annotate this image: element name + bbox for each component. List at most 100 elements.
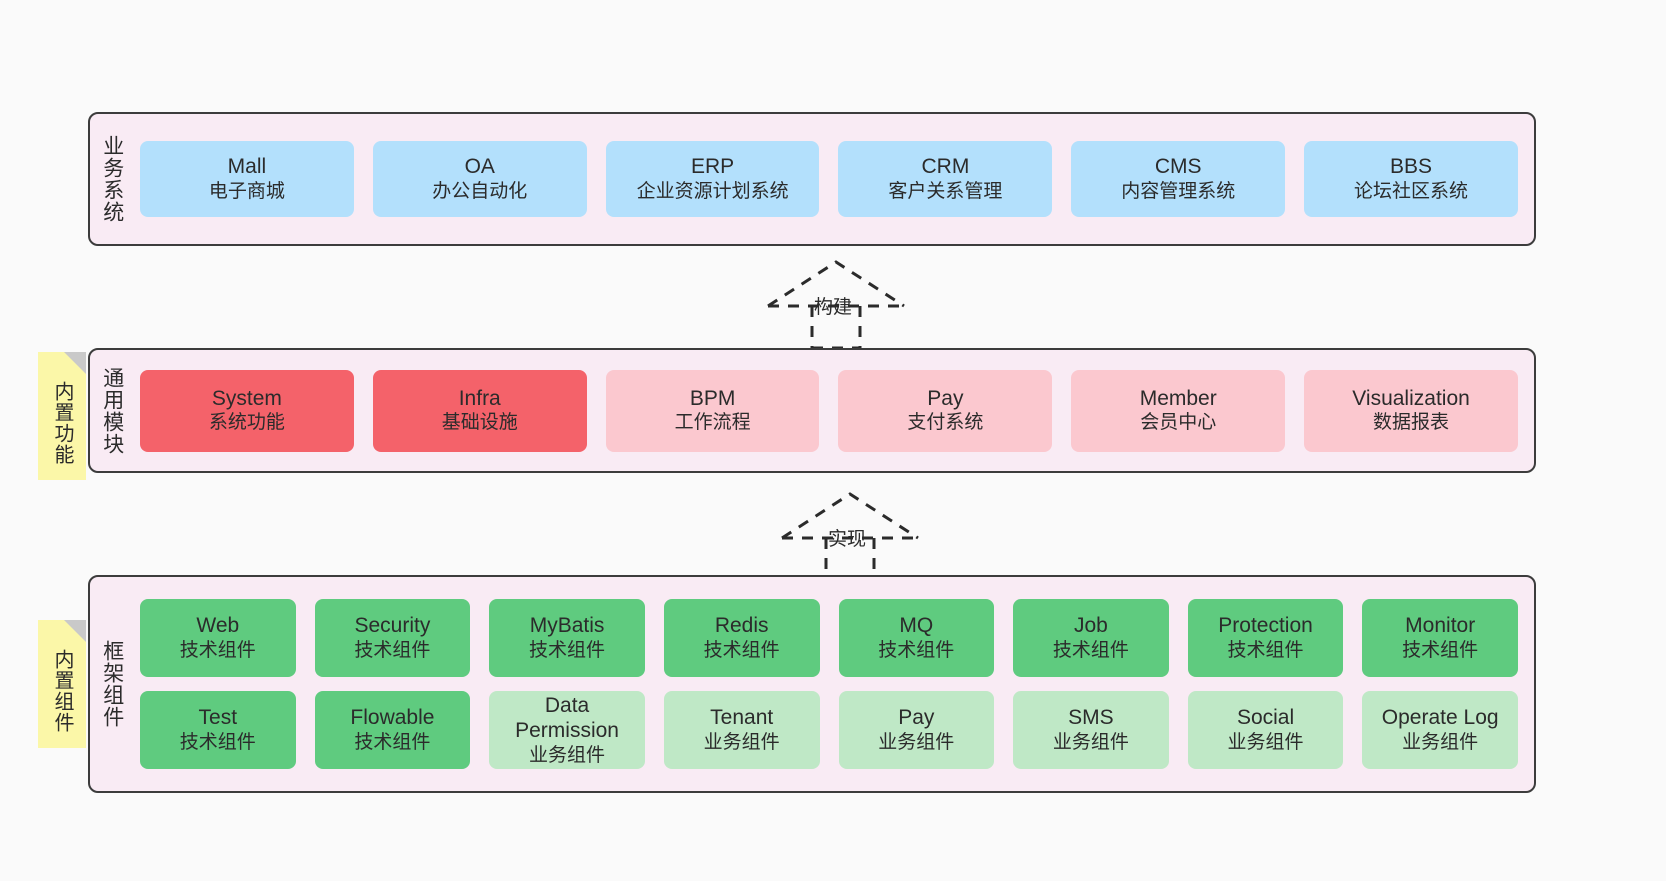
node-row: System 系统功能 Infra 基础设施 BPM 工作流程 Pay 支付系统…: [140, 369, 1518, 452]
connector-build: 构建: [756, 258, 916, 350]
node-label-cn: 技术组件: [703, 639, 780, 661]
connector-label-build: 构建: [814, 297, 853, 318]
node-web[interactable]: Web 技术组件: [140, 599, 296, 677]
node-label-en: Social: [1236, 706, 1295, 730]
node-label-en: BBS: [1390, 155, 1433, 179]
node-label-en: Redis: [714, 614, 769, 638]
node-label-en: SMS: [1068, 706, 1114, 730]
node-sms[interactable]: SMS 业务组件: [1013, 691, 1169, 769]
node-label-en: System: [211, 386, 282, 410]
node-pay-component[interactable]: Pay 业务组件: [838, 691, 995, 769]
layer-title-common: 通用模块: [100, 366, 124, 455]
node-label-en: ERP: [690, 155, 735, 179]
node-system[interactable]: System 系统功能: [140, 369, 354, 452]
node-label-cn: 基础设施: [441, 412, 518, 434]
node-label-cn: 业务组件: [1402, 731, 1479, 753]
node-security[interactable]: Security 技术组件: [314, 599, 471, 677]
layer-framework-component: 框架组件 Web 技术组件 Security 技术组件 MyBatis 技术组件…: [88, 575, 1536, 793]
node-label-cn: 系统功能: [208, 412, 285, 434]
node-mybatis[interactable]: MyBatis 技术组件: [489, 599, 645, 677]
note-builtin-component: 内置组件: [38, 620, 86, 748]
note-label: 内置功能: [51, 381, 73, 465]
node-label-en: Web: [196, 614, 240, 638]
layer-business-system: 业务系统 Mall 电子商城 OA 办公自动化 ERP 企业资源计划系统 CRM…: [88, 112, 1536, 246]
node-label-en: Pay: [927, 386, 964, 410]
node-label-en: Mall: [227, 155, 267, 179]
node-member[interactable]: Member 会员中心: [1071, 369, 1286, 452]
node-label-cn: 支付系统: [907, 412, 984, 434]
node-mall[interactable]: Mall 电子商城: [140, 141, 354, 217]
node-label-cn: 技术组件: [529, 639, 606, 661]
connector-label-implement: 实现: [828, 529, 867, 550]
arrow-head-triangle: [781, 492, 919, 540]
node-label-cn: 客户关系管理: [888, 180, 1003, 202]
node-label-en: Data Permission: [515, 693, 619, 743]
node-flowable[interactable]: Flowable 技术组件: [314, 691, 471, 769]
node-bbs[interactable]: BBS 论坛社区系统: [1304, 141, 1518, 217]
node-label-en: Pay: [898, 706, 935, 730]
node-oa[interactable]: OA 办公自动化: [372, 141, 587, 217]
node-label-en: CRM: [921, 155, 970, 179]
node-label-cn: 电子商城: [208, 180, 285, 202]
node-label-en: CMS: [1154, 155, 1202, 179]
node-erp[interactable]: ERP 企业资源计划系统: [605, 141, 820, 217]
node-label-cn: 技术组件: [354, 639, 431, 661]
node-job[interactable]: Job 技术组件: [1013, 599, 1169, 677]
note-label: 内置组件: [51, 649, 73, 733]
node-row: Mall 电子商城 OA 办公自动化 ERP 企业资源计划系统 CRM 客户关系…: [140, 141, 1518, 217]
node-label-en: MQ: [899, 614, 934, 638]
node-operate-log[interactable]: Operate Log 业务组件: [1362, 691, 1518, 769]
node-label-cn: 业务组件: [878, 731, 955, 753]
node-label-en: MyBatis: [529, 614, 605, 638]
node-row: Test 技术组件 Flowable 技术组件 Data Permission …: [140, 691, 1518, 769]
node-pay-module[interactable]: Pay 支付系统: [838, 369, 1053, 452]
node-label-cn: 技术组件: [1052, 639, 1129, 661]
layer-title-business: 业务系统: [100, 135, 124, 223]
node-label-en: OA: [464, 155, 495, 179]
node-row: Web 技术组件 Security 技术组件 MyBatis 技术组件 Redi…: [140, 599, 1518, 677]
node-protection[interactable]: Protection 技术组件: [1187, 599, 1344, 677]
node-label-en: Tenant: [710, 706, 774, 730]
node-label-cn: 业务组件: [1227, 731, 1304, 753]
node-label-cn: 技术组件: [179, 639, 256, 661]
node-crm[interactable]: CRM 客户关系管理: [838, 141, 1053, 217]
node-test[interactable]: Test 技术组件: [140, 691, 296, 769]
node-data-permission[interactable]: Data Permission 业务组件: [489, 691, 645, 769]
node-bpm[interactable]: BPM 工作流程: [605, 369, 820, 452]
node-label-cn: 会员中心: [1140, 412, 1217, 434]
node-infra[interactable]: Infra 基础设施: [372, 369, 587, 452]
node-label-cn: 技术组件: [878, 639, 955, 661]
node-label-en: Protection: [1218, 614, 1313, 638]
node-label-cn: 内容管理系统: [1121, 180, 1236, 202]
layer-body-common: System 系统功能 Infra 基础设施 BPM 工作流程 Pay 支付系统…: [134, 350, 1534, 471]
node-label-cn: 业务组件: [529, 744, 606, 766]
node-cms[interactable]: CMS 内容管理系统: [1071, 141, 1286, 217]
node-label-cn: 业务组件: [703, 731, 780, 753]
node-label-en: Operate Log: [1381, 706, 1499, 730]
node-label-en: Infra: [458, 386, 501, 410]
node-label-en: Flowable: [350, 706, 435, 730]
node-label-en: Security: [354, 614, 431, 638]
node-tenant[interactable]: Tenant 业务组件: [663, 691, 820, 769]
node-label-en: Member: [1139, 386, 1217, 410]
node-label-cn: 企业资源计划系统: [636, 180, 789, 202]
layer-body-framework: Web 技术组件 Security 技术组件 MyBatis 技术组件 Redi…: [134, 577, 1534, 791]
node-label-en: BPM: [689, 386, 736, 410]
node-label-en: Monitor: [1405, 614, 1476, 638]
arrow-head-triangle: [767, 260, 905, 308]
node-visualization[interactable]: Visualization 数据报表: [1304, 369, 1518, 452]
layer-body-business: Mall 电子商城 OA 办公自动化 ERP 企业资源计划系统 CRM 客户关系…: [134, 114, 1534, 244]
node-label-en: Test: [198, 706, 238, 730]
node-label-en: Visualization: [1352, 386, 1470, 410]
node-label-cn: 技术组件: [1402, 639, 1479, 661]
layer-title-framework: 框架组件: [100, 640, 124, 728]
node-label-cn: 业务组件: [1052, 731, 1129, 753]
node-redis[interactable]: Redis 技术组件: [663, 599, 820, 677]
node-mq[interactable]: MQ 技术组件: [838, 599, 995, 677]
node-label-cn: 数据报表: [1373, 412, 1450, 434]
node-social[interactable]: Social 业务组件: [1187, 691, 1344, 769]
node-label-cn: 工作流程: [674, 412, 751, 434]
node-label-en: Job: [1074, 614, 1108, 638]
node-monitor[interactable]: Monitor 技术组件: [1362, 599, 1518, 677]
